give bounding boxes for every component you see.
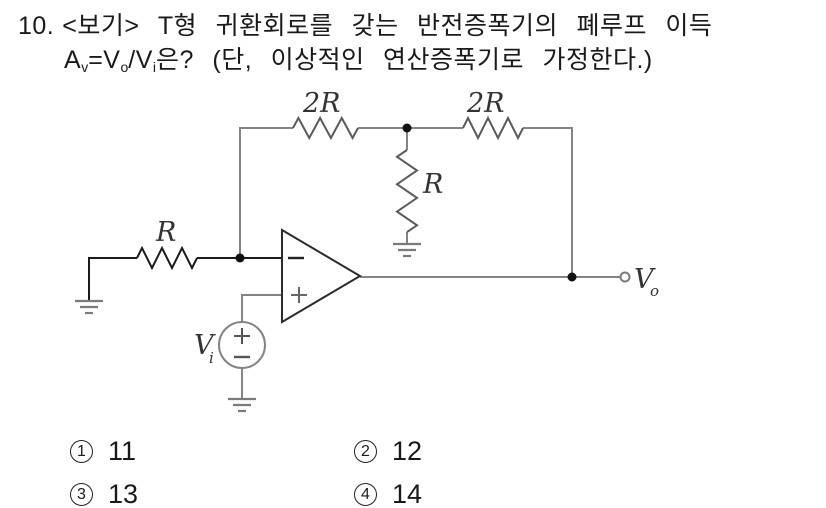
- label-R-tee: R: [422, 169, 443, 200]
- choice-4-marker: 4: [354, 483, 377, 506]
- question-line-2: Av=Vo/Vi은? (단, 이상적인 연산증폭기로 가정한다.): [64, 40, 653, 76]
- wire-top-to-output: [523, 127, 573, 277]
- question-number: 10.: [18, 12, 55, 40]
- wire-input-left: [88, 257, 137, 301]
- gain-subscript: v: [81, 59, 89, 75]
- label-vi-main: V: [194, 330, 216, 361]
- choice-3: 3 13: [70, 481, 138, 508]
- opamp: [281, 228, 362, 324]
- nodes: [235, 123, 631, 283]
- choice-2-value: 12: [392, 436, 423, 466]
- vo-subscript: o: [120, 59, 129, 75]
- label-vo-sub: o: [650, 282, 659, 300]
- label-vi-sub: i: [209, 349, 214, 367]
- question-text: <보기> T형 귀환회로를 갖는 반전증폭기의 폐루프 이득: [62, 12, 713, 40]
- vo-symbol: =V: [88, 46, 121, 74]
- question-line-1: 10.<보기> T형 귀환회로를 갖는 반전증폭기의 폐루프 이득: [18, 6, 712, 42]
- label-2R-first: 2R: [302, 88, 341, 119]
- resistor-2R-second: [462, 115, 524, 141]
- label-R-input: R: [155, 217, 176, 248]
- node-output: [567, 272, 577, 282]
- gain-symbol: A: [64, 46, 82, 74]
- wire-noninverting: [241, 294, 282, 322]
- opamp-triangle: [281, 228, 362, 324]
- choice-4-value: 14: [392, 479, 423, 508]
- noninverting-input-symbol: [291, 287, 307, 303]
- choice-2-marker: 2: [354, 440, 377, 463]
- node-inverting-input: [235, 253, 245, 263]
- question-condition-text: 은? (단, 이상적인 연산증폭기로 가정한다.): [156, 46, 653, 74]
- node-tee-junction: [402, 123, 412, 133]
- wire-inverting-to-top: [239, 127, 293, 258]
- choice-3-value: 13: [108, 479, 139, 508]
- choice-1-value: 11: [108, 436, 137, 466]
- voltage-source-circle: [218, 321, 266, 369]
- ground-input-icon: [75, 299, 103, 315]
- vi-symbol: /V: [128, 46, 153, 74]
- ground-tee-icon: [393, 242, 421, 258]
- choice-1-marker: 1: [70, 440, 93, 463]
- ground-symbols: [75, 242, 421, 413]
- ground-source-icon: [228, 397, 256, 413]
- voltage-source: [218, 321, 266, 369]
- choice-3-marker: 3: [70, 483, 93, 506]
- output-terminal-icon: [619, 271, 631, 283]
- resistor-R-tee: [395, 149, 419, 233]
- resistor-R-input: [136, 245, 198, 271]
- label-vo-main: V: [634, 264, 656, 295]
- feedback-wires: [239, 127, 620, 399]
- label-2R-second: 2R: [466, 88, 505, 119]
- vi-subscript: i: [152, 59, 157, 75]
- choice-1: 1 11: [70, 438, 136, 465]
- resistors: [136, 115, 524, 271]
- choice-4: 4 14: [354, 481, 422, 508]
- choice-2: 2 12: [354, 438, 422, 465]
- source-plus-symbol: [234, 328, 250, 344]
- resistor-2R-first: [292, 115, 359, 141]
